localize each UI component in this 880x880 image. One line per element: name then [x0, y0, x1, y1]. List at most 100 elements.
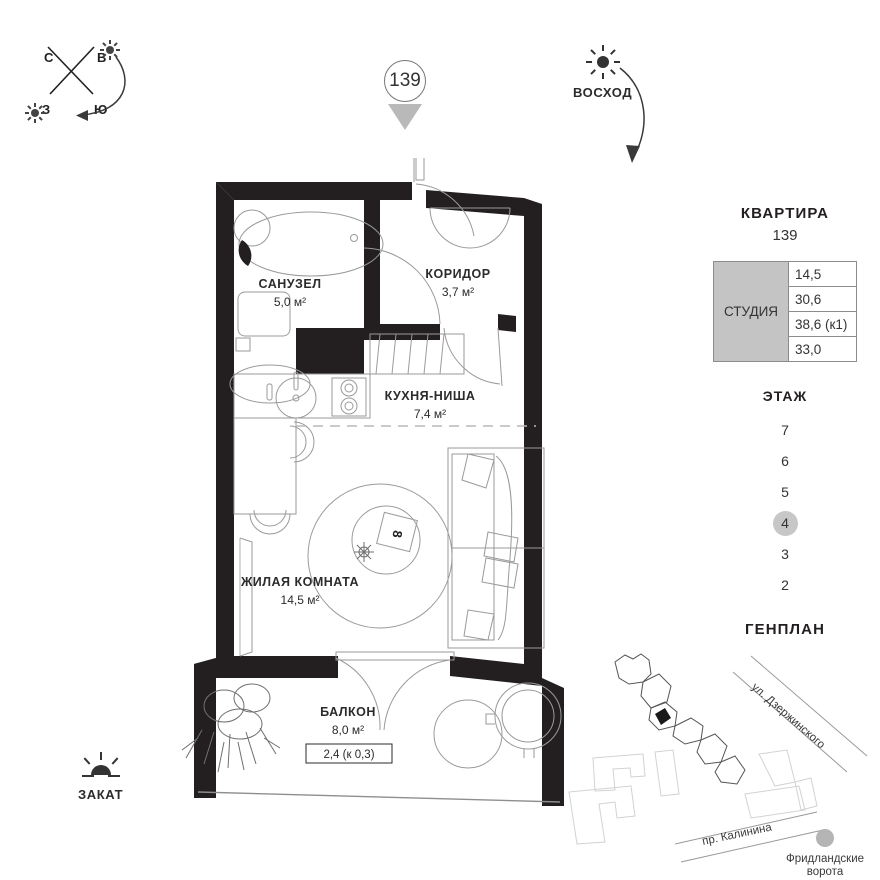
genplan-selected-unit	[655, 708, 671, 725]
balcony-extra-value: 2,4 (к 0,3)	[323, 749, 374, 761]
room-label-balcony: БАЛКОН	[320, 705, 376, 719]
dining-table	[233, 417, 297, 515]
panel-title: КВАРТИРА	[740, 205, 830, 222]
floor-option-7[interactable]: 7	[690, 415, 880, 446]
cushion	[463, 609, 495, 641]
bathroom-door-swing	[363, 247, 441, 325]
room-area-bathroom: 5,0 м²	[274, 295, 306, 309]
apartment-type-cell: СТУДИЯ	[713, 261, 789, 362]
plan-walls	[194, 182, 564, 806]
room-label-kitchen: КУХНЯ-НИША	[385, 389, 476, 403]
floor-selector: ЭТАЖ 7 6 5 4 3 2	[690, 388, 880, 601]
washbasin-tap-icon	[266, 383, 273, 401]
genplan-landmark-label-line1: Фридландские	[786, 853, 864, 865]
bath-faucet-icon	[238, 240, 252, 266]
table-decor-label: 8	[390, 529, 406, 538]
room-area-living: 14,5 м²	[281, 593, 320, 607]
apartment-marker[interactable]: 139	[370, 60, 440, 130]
genplan-title: ГЕНПЛАН	[744, 621, 825, 638]
genplan-other-buildings	[568, 749, 818, 845]
coffee-table	[351, 505, 421, 575]
floor-option-label: 5	[781, 484, 789, 500]
chair-icon	[293, 421, 315, 463]
table-plant-icon	[354, 542, 374, 562]
balcony-extra-box	[305, 743, 393, 764]
entry-mat-icon	[429, 207, 511, 249]
compass-west-label: З	[42, 102, 51, 117]
room-labels: САНУЗЕЛ 5,0 м² КОРИДОР 3,7 м² КУХНЯ-НИША…	[240, 267, 490, 764]
balcony-plant-icon	[181, 683, 281, 773]
round-rug	[307, 483, 453, 629]
balcony-door-swing-left	[335, 657, 381, 731]
genplan-map[interactable]: ул. Дзержинского пр. Калинина Фридландск…	[555, 630, 880, 880]
compass-south-label: Ю	[94, 102, 108, 117]
entrance-door-swing	[415, 183, 475, 237]
kitchen-door-swing	[443, 327, 501, 385]
balcony-chair	[433, 699, 503, 769]
kitchen-counter	[233, 373, 371, 419]
genplan-building-chain	[614, 653, 746, 785]
kitchen-fixtures	[233, 371, 536, 535]
room-area-kitchen: 7,4 м²	[414, 407, 446, 421]
balcony-table	[494, 682, 562, 750]
table-row: СТУДИЯ 14,5	[713, 261, 857, 362]
genplan-landmark-dot	[816, 829, 834, 847]
floor-option-label: 3	[781, 546, 789, 562]
floor-option-5[interactable]: 5	[690, 477, 880, 508]
floor-plan[interactable]: 8 САНУЗЕЛ 5,0 м²	[168, 158, 568, 808]
compass-sun-path-arrow	[76, 56, 126, 121]
compass-sunrise-icon	[100, 40, 120, 60]
chair-icon	[249, 513, 291, 535]
bathtub-icon	[238, 211, 384, 277]
compass-east-label: В	[97, 50, 107, 65]
sunrise-arrow	[619, 67, 645, 163]
sunset-block: ЗАКАТ	[78, 752, 123, 802]
sunset-label: ЗАКАТ	[78, 787, 124, 802]
floor-option-label: 4	[772, 511, 798, 536]
balcony-door-frame	[335, 651, 455, 661]
floor-option-4-selected[interactable]: 4	[690, 508, 880, 539]
room-label-living: ЖИЛАЯ КОМНАТА	[240, 575, 359, 589]
doors	[363, 158, 511, 387]
floor-option-label: 7	[781, 422, 789, 438]
room-label-bathroom: САНУЗЕЛ	[259, 277, 322, 291]
curtain	[239, 537, 253, 657]
living-room-furniture: 8	[239, 447, 545, 731]
cushion	[481, 557, 519, 589]
compass-rose: С В З Ю	[18, 22, 148, 132]
floor-option-2[interactable]: 2	[690, 570, 880, 601]
cushion	[483, 531, 519, 563]
info-panel: КВАРТИРА 139 СТУДИЯ 14,5 30,6 38,6 (к1) …	[690, 205, 880, 638]
apartment-marker-pointer	[388, 104, 422, 130]
balcony-items	[181, 682, 562, 773]
floor-selector-title: ЭТАЖ	[762, 388, 808, 404]
floor-option-6[interactable]: 6	[690, 446, 880, 477]
floor-option-3[interactable]: 3	[690, 539, 880, 570]
area-cell-3: 33,0	[788, 336, 857, 362]
room-area-corridor: 3,7 м²	[442, 285, 474, 299]
sunrise-sun-icon	[573, 45, 632, 79]
floor-option-label: 6	[781, 453, 789, 469]
table-row: 30,6	[714, 286, 857, 312]
stove-icon	[331, 377, 367, 417]
cushion	[461, 453, 495, 489]
apartment-areas-table: СТУДИЯ 14,5 30,6 38,6 (к1) 33,0	[713, 261, 857, 362]
area-cell-0: 14,5	[788, 261, 857, 287]
bath-drain-icon	[350, 234, 358, 242]
room-area-balcony: 8,0 м²	[332, 723, 364, 737]
compass-sunset-icon	[25, 103, 45, 123]
compass-lines	[47, 46, 95, 95]
balcony-door-swing-right	[383, 659, 451, 731]
area-cell-1: 30,6	[788, 286, 857, 312]
genplan-streets	[674, 655, 868, 863]
sunrise-label: ВОСХОД	[573, 85, 633, 100]
bathtub-head-icon	[233, 209, 271, 247]
kitchen-tap-icon	[293, 371, 299, 391]
table-row: 33,0	[714, 336, 857, 362]
area-cell-2: 38,6 (к1)	[788, 311, 857, 337]
genplan-landmark-label-line2: ворота	[807, 866, 844, 878]
toilet-icon	[237, 291, 291, 337]
compass-north-label: С	[44, 50, 54, 65]
floor-option-label: 2	[781, 577, 789, 593]
genplan-street-top-label: ул. Дзержинского	[749, 681, 827, 751]
